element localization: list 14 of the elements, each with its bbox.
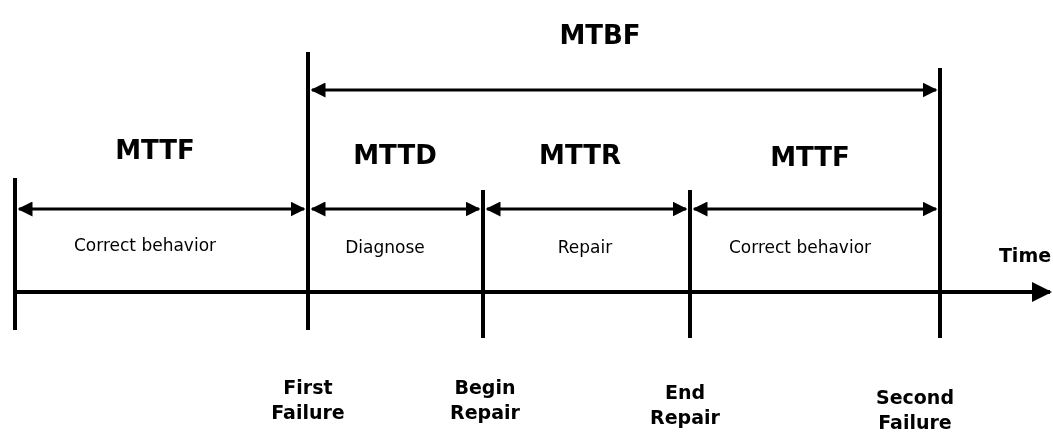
interval-label: MTBF bbox=[559, 20, 641, 50]
interval-label: MTTF bbox=[770, 142, 850, 172]
phase-label: Correct behavior bbox=[73, 235, 217, 255]
phase-label: Repair bbox=[557, 237, 613, 257]
phase-label: Correct behavior bbox=[728, 237, 872, 257]
phase-label: Diagnose bbox=[345, 237, 425, 257]
interval-label: MTTF bbox=[115, 135, 195, 165]
event-label: Second Failure bbox=[875, 385, 955, 435]
interval-label: MTTD bbox=[353, 140, 437, 170]
event-label: End Repair bbox=[649, 380, 721, 430]
event-label: First Failure bbox=[270, 375, 346, 425]
event-label: Begin Repair bbox=[449, 375, 521, 425]
interval-label: MTTR bbox=[539, 140, 621, 170]
axis-label: Time bbox=[998, 244, 1052, 266]
